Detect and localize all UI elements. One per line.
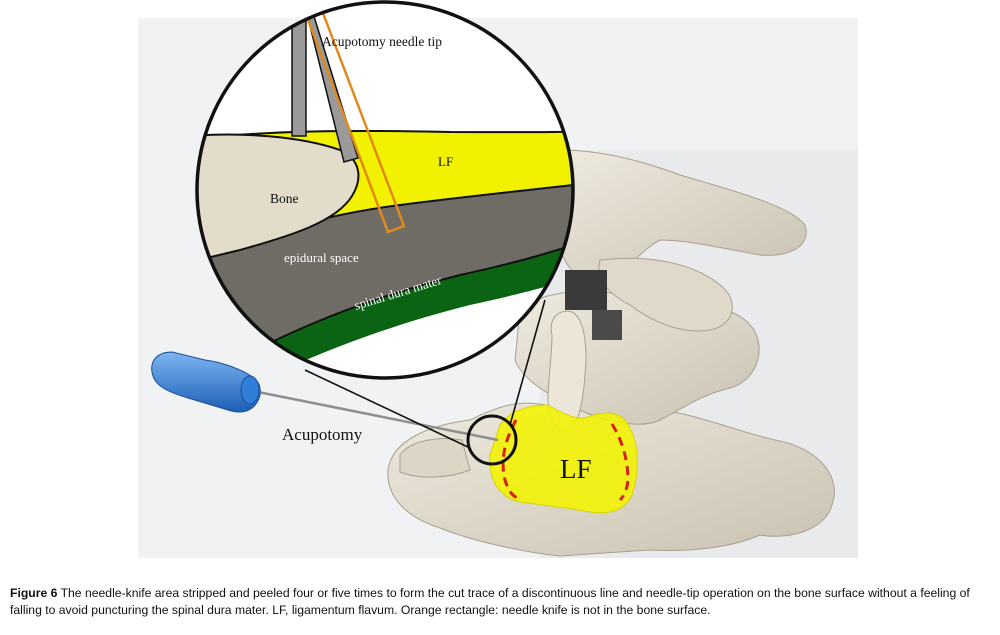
interlaminar-gap-2 <box>592 310 622 340</box>
needle-orange-outline <box>300 2 406 234</box>
zoom-target-circle <box>466 414 518 466</box>
subdural-area <box>197 272 573 378</box>
needle-shaft <box>257 390 499 442</box>
articular-process <box>598 257 733 332</box>
epidural-label: epidural space <box>284 250 359 265</box>
needle-handle <box>151 351 261 413</box>
spinous-process-middle <box>547 310 587 432</box>
acupotomy-instrument: Acupotomy <box>151 351 499 444</box>
figure-6-illustration: LF Acupotomy Acupotomy needle tip L <box>138 0 858 558</box>
connector-line-left <box>304 369 471 449</box>
lf-top-outline <box>197 129 573 141</box>
lf-highlight-area <box>489 404 638 514</box>
interlaminar-gap <box>565 270 607 310</box>
lf-photo-label: LF <box>560 454 592 484</box>
transverse-process-left <box>399 438 471 478</box>
needle-tip-label: Acupotomy needle tip <box>322 34 442 49</box>
figure-caption: Figure 6 The needle-knife area stripped … <box>10 585 992 619</box>
inset-circle-border <box>195 0 575 380</box>
lf-inset-label: LF <box>438 154 453 169</box>
cut-trace-right <box>610 423 630 502</box>
caption-text: The needle-knife area stripped and peele… <box>10 586 970 617</box>
bone-label: Bone <box>270 191 299 206</box>
figure-label: Figure 6 <box>10 586 58 600</box>
needle-handle-cap <box>240 375 260 405</box>
bone-shape <box>197 133 360 264</box>
acupotomy-label: Acupotomy <box>282 425 363 444</box>
connector-line-right <box>509 299 546 426</box>
cut-trace-left <box>501 419 519 500</box>
needle-gray-shaft <box>291 2 307 137</box>
